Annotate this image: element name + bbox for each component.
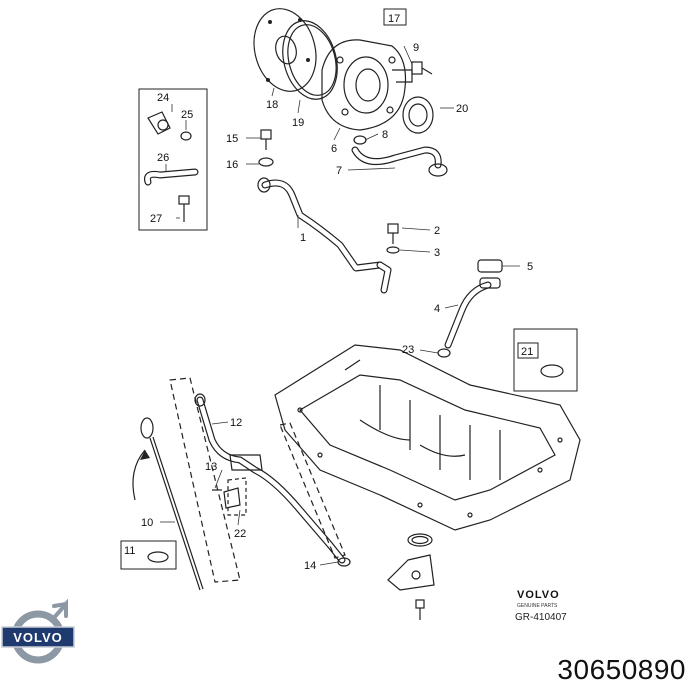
callout-22: 22	[234, 528, 246, 540]
callout-9: 9	[413, 42, 419, 54]
callout-16: 16	[226, 159, 238, 171]
callout-21: 21	[521, 346, 533, 358]
part-number: 30650890	[557, 654, 686, 685]
callout-25: 25	[181, 109, 193, 121]
stamp-brand: VOLVO	[517, 589, 560, 601]
callout-26: 26	[157, 152, 169, 164]
oring-11	[147, 551, 169, 563]
callout-15: 15	[226, 133, 238, 145]
oil-pan	[274, 344, 581, 531]
stamp-tagline: GENUINE PARTS	[517, 603, 558, 609]
leader-lines	[160, 45, 520, 566]
inset-box-11	[120, 540, 177, 570]
callout-27: 27	[150, 213, 162, 225]
callout-10: 10	[141, 517, 153, 529]
bolt-2-washer-3	[386, 223, 400, 254]
oring-21	[540, 364, 564, 378]
callout-6: 6	[331, 143, 337, 155]
callout-2: 2	[434, 225, 440, 237]
callout-11: 11	[124, 545, 135, 557]
callouts: 1 2 3 4 5 6 7 8 9 10 11 12 13 14 15 16 1…	[124, 13, 533, 572]
inset-box-24-27	[138, 88, 208, 231]
callout-19: 19	[292, 117, 304, 129]
callout-8: 8	[382, 129, 388, 141]
callout-23: 23	[402, 344, 414, 356]
stamp-ref: GR-410407	[515, 612, 567, 623]
callout-17: 17	[388, 13, 400, 25]
oil-pipe-right	[437, 259, 503, 358]
callout-12: 12	[230, 417, 242, 429]
inset-parts	[144, 111, 199, 222]
inset-box-21	[513, 328, 578, 392]
callout-24: 24	[157, 92, 169, 104]
dipstick-assembly	[132, 377, 351, 591]
callout-13: 13	[205, 461, 217, 473]
oil-level-sensor	[387, 533, 435, 620]
oil-return-pipe	[257, 177, 392, 294]
callout-20: 20	[456, 103, 468, 115]
callout-14: 14	[304, 560, 316, 572]
callout-box-17	[383, 8, 407, 26]
genuine-parts-stamp: VOLVO GENUINE PARTS GR-410407	[515, 589, 567, 623]
callout-1: 1	[300, 232, 306, 244]
callout-7: 7	[336, 165, 342, 177]
volvo-logo: VOLVO	[1, 598, 75, 664]
callout-4: 4	[434, 303, 440, 315]
logo-text: VOLVO	[13, 630, 63, 645]
callout-5: 5	[527, 261, 533, 273]
callout-18: 18	[266, 99, 278, 111]
bolt-and-washer	[258, 129, 274, 167]
callout-box-21	[517, 342, 539, 359]
oil-pump-assembly	[253, 8, 448, 177]
callout-3: 3	[434, 247, 440, 259]
